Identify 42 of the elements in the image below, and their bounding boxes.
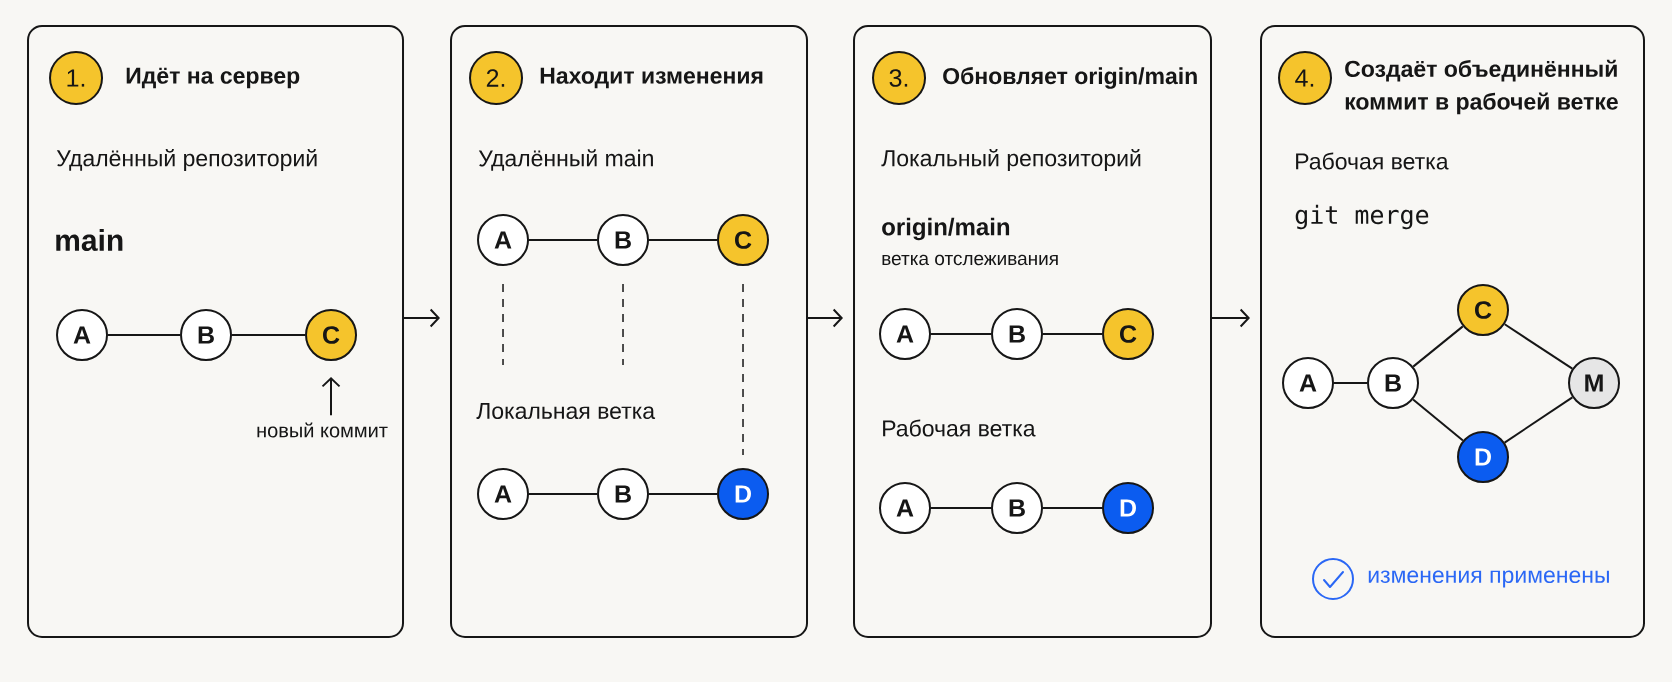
step-number-badge: 1.: [49, 51, 103, 105]
section-label: Удалённый main: [478, 149, 653, 171]
branch-line: [528, 239, 598, 241]
branch-line: [648, 493, 718, 495]
branch-line: [1412, 398, 1464, 442]
branch-name: main: [56, 229, 123, 251]
section-label: Удалённый репозиторий: [56, 149, 317, 171]
annotation-text: новый коммит: [257, 422, 388, 438]
step-title: Обновляет origin/main: [943, 67, 1197, 89]
branch-name: origin/main: [882, 217, 1010, 241]
section-label: Рабочая ветка: [883, 419, 1036, 437]
branch-line: [1042, 507, 1103, 509]
section-label: Рабочая ветка: [1296, 152, 1449, 170]
step-title: Идёт на сервер: [126, 67, 300, 89]
branch-line: [107, 334, 181, 336]
step-title: Находит изменения: [540, 67, 763, 89]
branch-line: [930, 507, 992, 509]
section-label: Локальная ветка: [476, 402, 656, 419]
branch-line: [1412, 325, 1464, 368]
branch-line: [231, 334, 306, 336]
branch-note: ветка отслеживания: [882, 254, 1058, 266]
step-title: Создаёт объединённый коммит в рабочей ветке: [1345, 59, 1618, 115]
status-text: изменения применены: [1368, 570, 1609, 588]
branch-line: [1333, 382, 1368, 384]
dashed-line: [742, 283, 744, 456]
arrow: [403, 308, 440, 328]
arrow: [321, 377, 341, 417]
step-number-badge: 2.: [469, 51, 523, 105]
arrow: [1211, 308, 1250, 328]
step-number-badge: 3.: [872, 51, 926, 105]
dashed-line: [502, 283, 504, 366]
branch-line: [1042, 333, 1103, 335]
command-text: git merge: [1295, 204, 1429, 230]
branch-line: [1503, 323, 1574, 370]
branch-line: [1503, 396, 1574, 444]
section-label: Локальный репозиторий: [881, 149, 1141, 171]
dashed-line: [622, 283, 624, 366]
branch-line: [648, 239, 718, 241]
branch-line: [930, 333, 992, 335]
arrow: [807, 308, 843, 328]
branch-line: [528, 493, 598, 495]
step-number-badge: 4.: [1278, 51, 1332, 105]
